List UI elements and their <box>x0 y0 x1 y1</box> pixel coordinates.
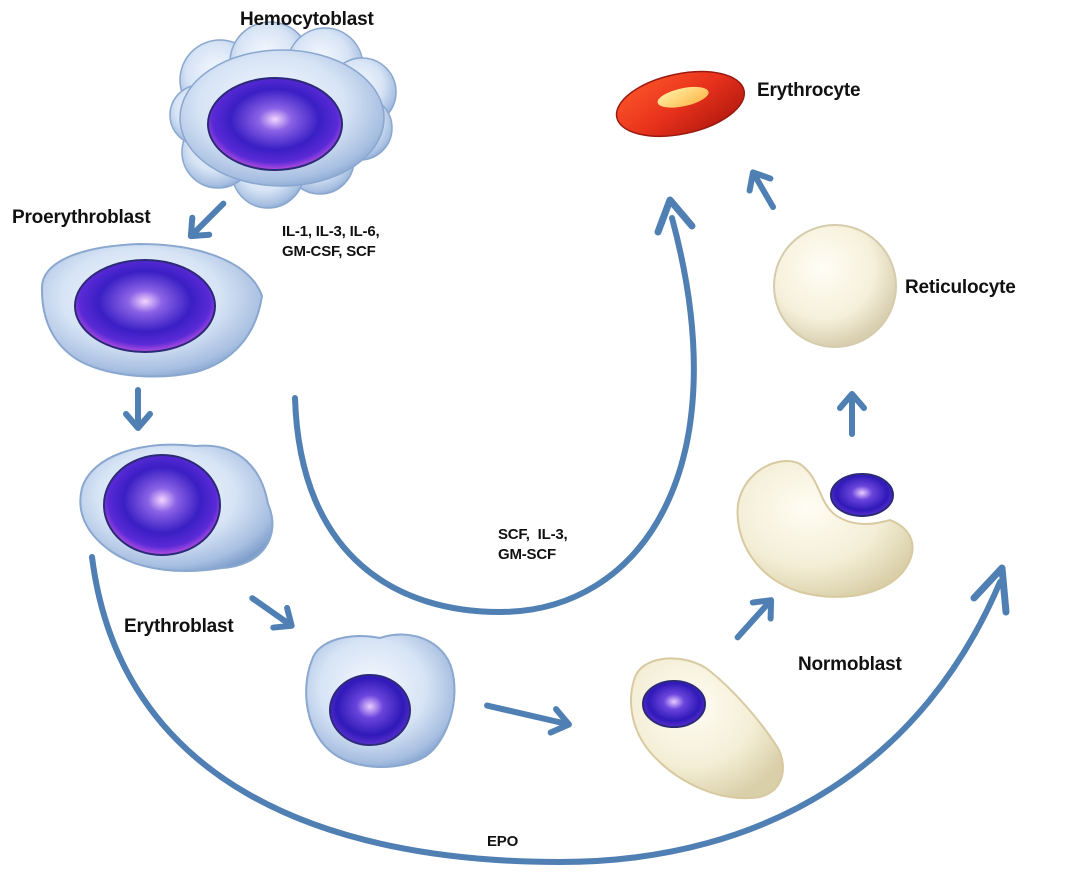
normoblast-nucleus <box>642 680 706 728</box>
erythroblast-nucleus <box>103 454 221 556</box>
extruded-nucleus <box>830 473 894 517</box>
label-erythroblast: Erythroblast <box>124 616 234 637</box>
arrow-hemocytoblast-to-proerythroblast <box>187 200 227 240</box>
arrow-normoblast-to-enucleating <box>734 597 775 641</box>
arrow-reticulocyte-to-erythrocyte <box>746 169 776 211</box>
label-hemocytoblast: Hemocytoblast <box>240 9 374 30</box>
arrow-erythroblast-to-early-normoblast <box>249 595 295 631</box>
label-early-growth-factors: IL-1, IL-3, IL-6, GM-CSF, SCF <box>282 223 380 260</box>
label-middle-growth-factors: SCF, IL-3, GM-SCF <box>498 526 568 563</box>
hemocytoblast-nucleus <box>207 77 343 171</box>
erythroblast-cell <box>79 443 274 572</box>
label-epo: EPO <box>487 833 519 850</box>
label-reticulocyte: Reticulocyte <box>905 277 1016 298</box>
arrow-early-to-late-normoblast <box>484 702 572 736</box>
hemocytoblast-cell <box>169 21 397 209</box>
polychromatic-nucleus <box>329 674 411 746</box>
middle-curved-arrow <box>292 215 697 616</box>
erythrocyte-cell <box>615 70 746 138</box>
label-proerythroblast: Proerythroblast <box>12 207 151 228</box>
reticulocyte-cell <box>773 224 897 348</box>
enucleating-cell <box>736 460 914 598</box>
label-normoblast: Normoblast <box>798 654 902 675</box>
label-erythrocyte: Erythrocyte <box>757 80 861 101</box>
outer-curved-arrow <box>89 554 1003 866</box>
arrow-enucleating-to-reticulocyte <box>837 391 867 437</box>
proerythroblast-nucleus <box>74 259 216 353</box>
polychromatic-erythroblast-cell <box>305 633 456 769</box>
middle-curved-arrowhead <box>654 196 696 236</box>
arrow-proerythroblast-to-erythroblast <box>123 387 153 431</box>
outer-curved-arrowhead <box>970 564 1010 616</box>
normoblast-cell <box>630 657 784 800</box>
proerythroblast-cell <box>40 242 264 378</box>
